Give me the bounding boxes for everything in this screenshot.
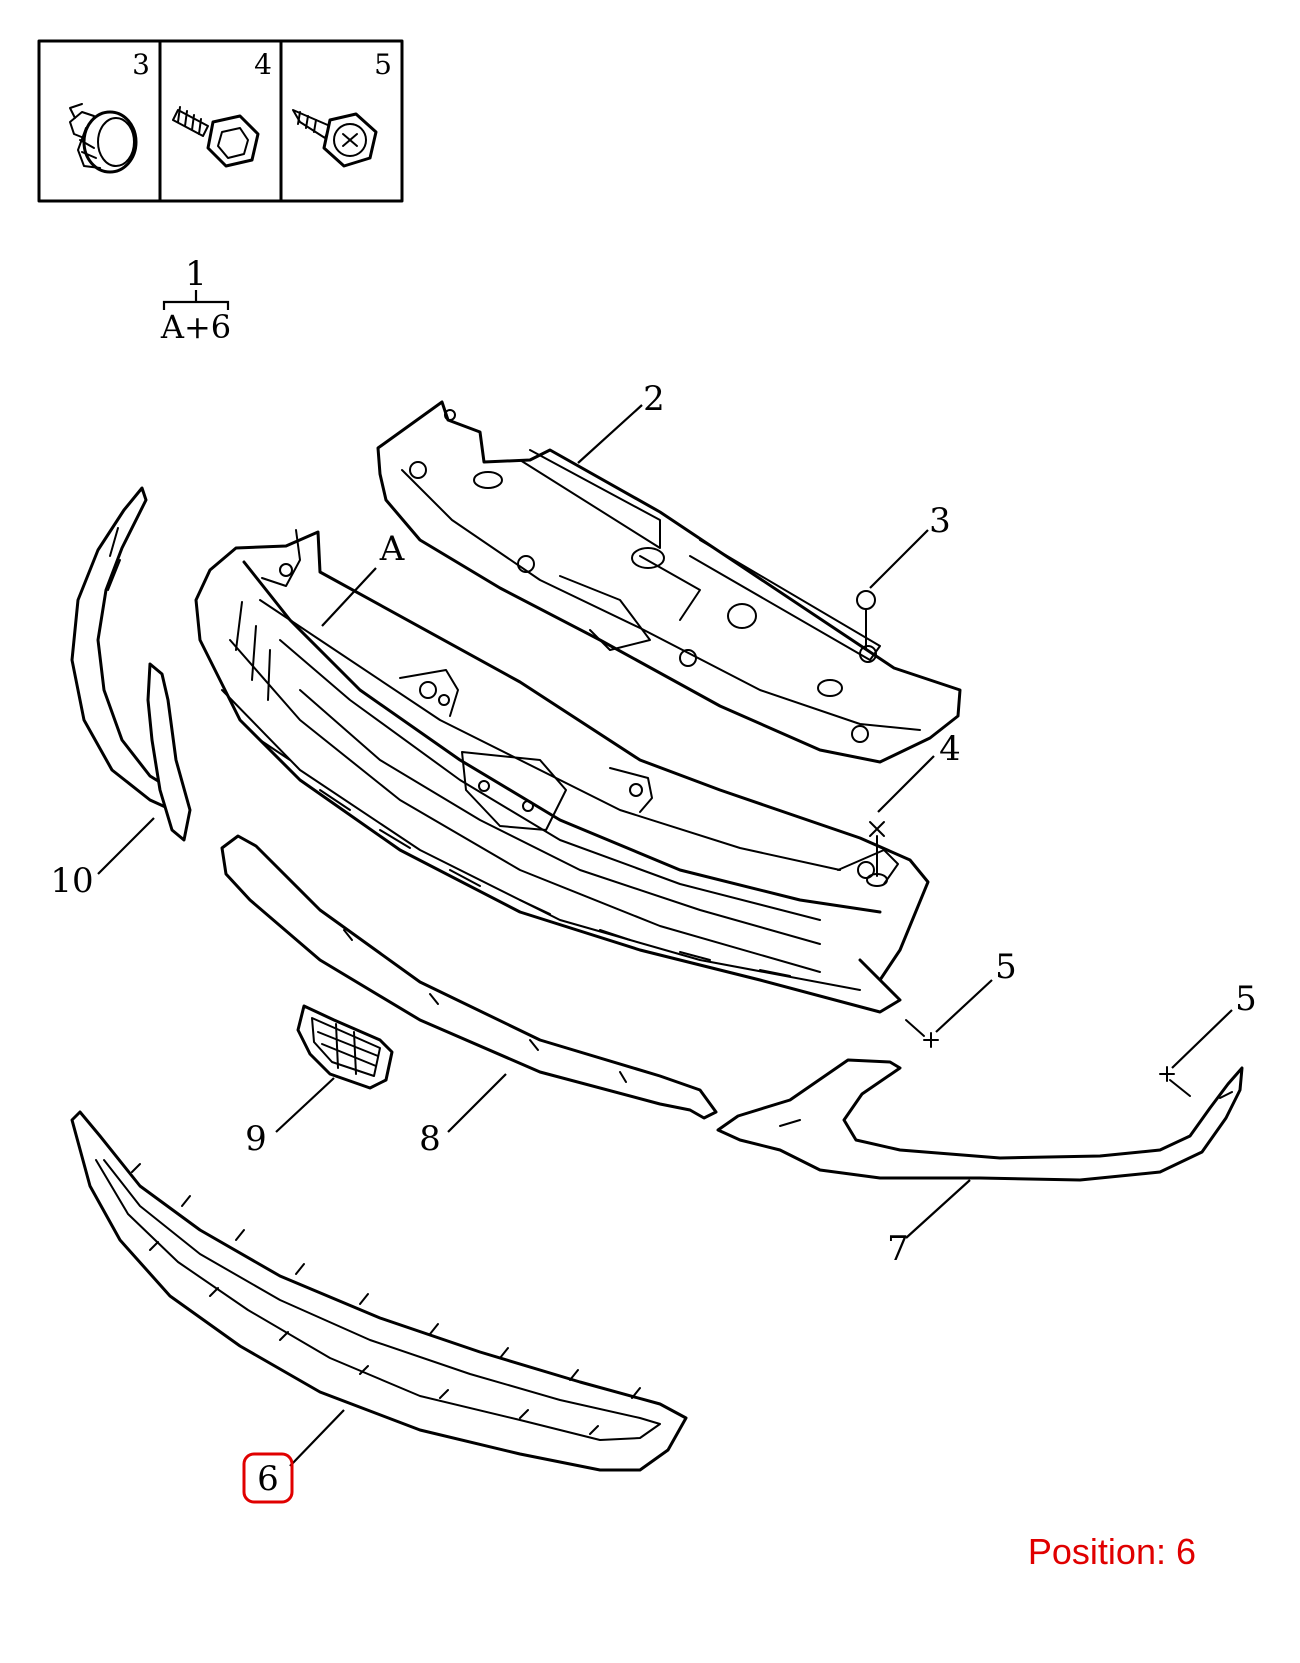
screw-marker-5-left [905, 1019, 939, 1048]
callout-8: 8 [419, 1119, 441, 1159]
chrome-strip-part-8 [220, 834, 718, 1120]
callout-a: A [379, 529, 405, 569]
callout-3: 3 [929, 501, 951, 541]
hex-bolt-icon [172, 106, 260, 168]
radiator-cover-part-2 [376, 400, 962, 764]
callout-7: 7 [887, 1229, 909, 1269]
highlight-box-6 [242, 1452, 294, 1504]
callout-2: 2 [643, 379, 665, 419]
callout-5-left: 5 [995, 947, 1017, 987]
push-clip-icon [69, 103, 138, 174]
assembly-number: 1 [185, 254, 207, 294]
grille-assembly-part-a [194, 529, 930, 1014]
callout-4: 4 [939, 729, 961, 769]
screw-marker-5-right [1159, 1066, 1191, 1097]
callout-9: 9 [245, 1119, 267, 1159]
fastener-key-number-5: 5 [374, 48, 392, 81]
lower-trim-part-7 [716, 1058, 1244, 1182]
bolt-marker-4 [866, 821, 888, 887]
assembly-label: 1 A+6 [160, 254, 231, 346]
assembly-contents: A+6 [160, 308, 231, 346]
side-trim-part-10 [70, 486, 192, 842]
phillips-hex-screw-icon [292, 109, 378, 168]
grille-surround-part-6 [70, 1110, 688, 1472]
position-readout: Position: 6 [1027, 1531, 1196, 1572]
emblem-part-9 [296, 1004, 394, 1090]
callout-6: 6 [257, 1459, 279, 1499]
fastener-key-number-3: 3 [132, 48, 150, 81]
callout-5-right: 5 [1235, 979, 1257, 1019]
fastener-key-table: 3 4 5 [37, 39, 404, 203]
callout-10: 10 [50, 861, 93, 901]
fastener-key-number-4: 4 [254, 48, 272, 81]
clip-marker-3 [856, 590, 876, 649]
